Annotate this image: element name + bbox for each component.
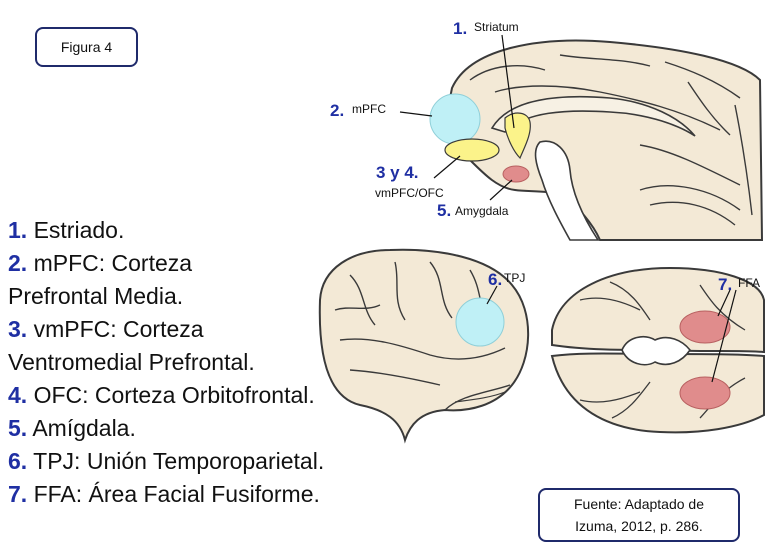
- tpj-region: [456, 298, 504, 346]
- striatum-num: 1.: [453, 19, 467, 38]
- ventral-brainstem: [622, 337, 690, 365]
- mpfc-region: [430, 94, 480, 144]
- amygdala-num: 5.: [437, 201, 451, 220]
- striatum-label: Striatum: [474, 20, 519, 34]
- medial-brain-view: 1. Striatum 2. mPFC 3 y 4. vmPFC/OFC 5. …: [330, 19, 762, 240]
- source-box: Fuente: Adaptado de Izuma, 2012, p. 286.: [538, 488, 740, 542]
- ffa-region-upper: [680, 311, 730, 343]
- ventral-lower-hemisphere: [552, 354, 764, 433]
- amygdala-region: [503, 166, 529, 182]
- ffa-region-lower: [680, 377, 730, 409]
- amygdala-label: Amygdala: [455, 204, 509, 218]
- mpfc-num: 2.: [330, 101, 344, 120]
- tpj-label: TPJ: [504, 271, 525, 285]
- ffa-label: FFA: [738, 276, 760, 290]
- tpj-num: 6.: [488, 270, 502, 289]
- source-line-2: Izuma, 2012, p. 286.: [575, 515, 703, 537]
- vmpfc-label: vmPFC/OFC: [375, 186, 444, 200]
- mpfc-label: mPFC: [352, 102, 386, 116]
- ventral-brain-view: 7. FFA: [552, 268, 764, 432]
- ffa-num: 7.: [718, 275, 732, 294]
- source-line-1: Fuente: Adaptado de: [574, 493, 704, 515]
- vmpfc-ofc-region: [445, 139, 499, 161]
- lateral-brain-view: 6. TPJ: [320, 250, 528, 440]
- vmpfc-num: 3 y 4.: [376, 163, 419, 182]
